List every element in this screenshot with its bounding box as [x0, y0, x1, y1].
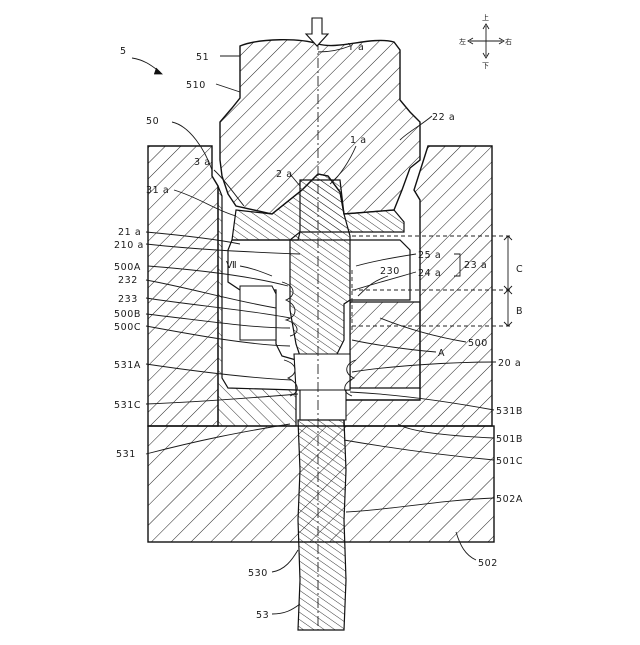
ejector-rod: [298, 420, 346, 630]
label-part-233: 233: [118, 294, 138, 305]
label-dim-B: B: [516, 306, 523, 317]
label-part-232: 232: [118, 275, 138, 286]
label-upper-die-face: 510: [186, 80, 206, 91]
label-shoulder: 22 a: [432, 112, 455, 123]
label-part-531C: 531C: [114, 400, 141, 411]
label-detail-mark: Ⅶ: [226, 260, 237, 271]
orientation-compass-icon: [468, 24, 504, 58]
label-top-step: 2 a: [276, 169, 293, 180]
label-part-25a: 25 a: [418, 250, 441, 261]
orientation-right-label: 右: [505, 37, 512, 46]
orientation-up-label: 上: [482, 13, 489, 22]
label-part-531A: 531A: [114, 360, 141, 371]
label-die: 50: [146, 116, 159, 127]
label-dim-A: A: [438, 348, 445, 359]
label-corner: 31 a: [146, 185, 169, 196]
label-part-20a: 20 a: [498, 358, 521, 369]
label-part-24a: 24 a: [418, 268, 441, 279]
label-part-531B: 531B: [496, 406, 523, 417]
label-face-500B: 500B: [114, 309, 141, 320]
label-face-500A: 500A: [114, 262, 141, 273]
label-part-502A: 502A: [496, 494, 523, 505]
label-upper-die: 51: [196, 52, 209, 63]
label-part-210a: 210 a: [114, 240, 144, 251]
label-recess: 3 a: [194, 157, 211, 168]
label-face-500C: 500C: [114, 322, 141, 333]
label-part-501B: 501B: [496, 434, 523, 445]
label-part-500: 500: [468, 338, 488, 349]
orientation-down-label: 下: [482, 62, 489, 70]
label-rod-530: 530: [248, 568, 268, 579]
label-part-531: 531: [116, 449, 136, 460]
label-part-21a: 21 a: [118, 227, 141, 238]
label-part-23a: 23 a: [464, 260, 487, 271]
label-part-230: 230: [380, 266, 400, 277]
label-rod-53: 53: [256, 610, 269, 621]
label-dim-C: C: [516, 264, 523, 275]
label-axis: Y a: [347, 42, 364, 53]
label-part-501C: 501C: [496, 456, 523, 467]
label-part-502: 502: [478, 558, 498, 569]
label-assembly: 5: [120, 46, 127, 57]
orientation-left-label: 左: [459, 37, 466, 46]
label-inner-edge: 1 a: [350, 135, 367, 146]
